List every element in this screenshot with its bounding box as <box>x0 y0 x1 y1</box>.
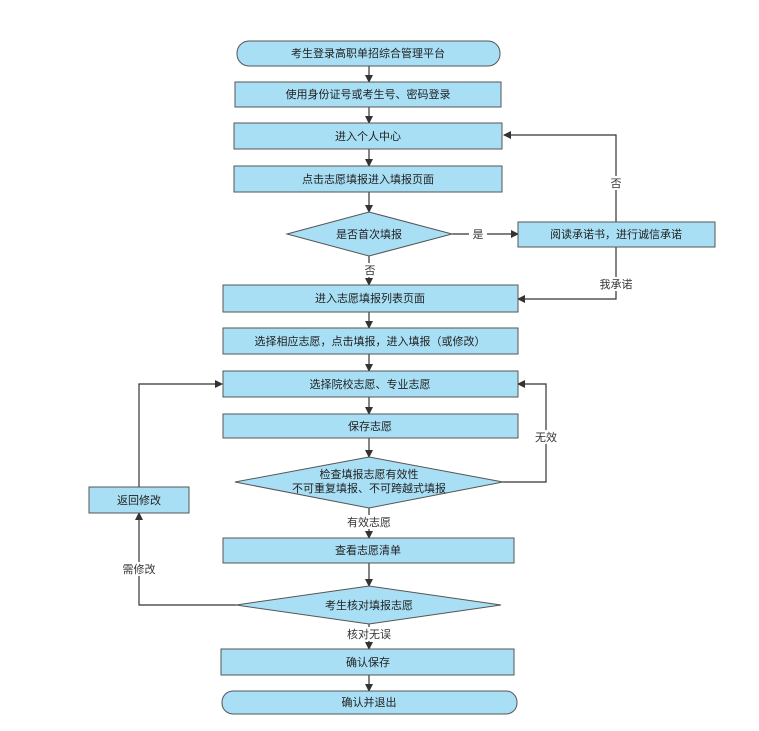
node-personal-center-text: 进入个人中心 <box>335 130 401 143</box>
node-select-school: 选择院校志愿、专业志愿 <box>222 370 519 398</box>
node-confirm-save: 确认保存 <box>220 648 515 676</box>
node-select-school-text: 选择院校志愿、专业志愿 <box>310 377 431 391</box>
label-i-promise: 我承诺 <box>600 278 633 291</box>
node-personal-center: 进入个人中心 <box>233 122 503 150</box>
node-back-modify-text: 返回修改 <box>117 493 161 507</box>
node-first-time: 是否首次填报 <box>285 211 454 257</box>
node-save: 保存志愿 <box>222 413 519 439</box>
label-no-first: 否 <box>365 264 376 277</box>
node-back-modify: 返回修改 <box>88 486 190 514</box>
label-no-promise: 否 <box>611 177 622 190</box>
edge-promise-list <box>517 247 617 303</box>
node-login-text: 使用身份证号或考生号、密码登录 <box>286 87 451 101</box>
node-start-text: 考生登录高职单招综合管理平台 <box>291 46 445 60</box>
edge-promise-center-no <box>503 131 617 222</box>
node-verify: 考生核对填报志愿 <box>235 585 502 625</box>
node-check-text-1: 检查填报志愿有效性 <box>320 467 419 481</box>
label-yes: 是 <box>473 228 484 241</box>
node-read-promise-text: 阅读承诺书，进行诚信承诺 <box>550 227 682 241</box>
node-select-volunteer: 选择相应志愿，点击填报，进入填报（或修改） <box>222 327 519 355</box>
node-start: 考生登录高职单招综合管理平台 <box>236 40 501 67</box>
edge-back-school <box>138 380 223 487</box>
node-check-text-2: 不可重复填报、不可跨越式填报 <box>292 481 446 495</box>
node-list-page: 进入志愿填报列表页面 <box>222 284 519 313</box>
node-first-time-text: 是否首次填报 <box>336 227 402 241</box>
node-check: 检查填报志愿有效性 不可重复填报、不可跨越式填报 <box>234 456 504 509</box>
node-confirm-exit-text: 确认并退出 <box>342 695 397 709</box>
node-verify-text: 考生核对填报志愿 <box>325 598 413 612</box>
edge-labels: 是 否 否 我承诺 无效 有效志愿 需修改 核对无误 <box>117 176 636 641</box>
node-view-list: 查看志愿清单 <box>222 537 515 564</box>
label-need-modify: 需修改 <box>123 562 156 576</box>
node-view-list-text: 查看志愿清单 <box>335 543 401 557</box>
node-read-promise: 阅读承诺书，进行诚信承诺 <box>517 221 716 248</box>
node-save-text: 保存志愿 <box>348 419 392 433</box>
node-click-fill-text: 点击志愿填报进入填报页面 <box>302 172 434 186</box>
node-list-page-text: 进入志愿填报列表页面 <box>315 291 425 305</box>
label-invalid: 无效 <box>535 430 557 444</box>
node-select-volunteer-text: 选择相应志愿，点击填报，进入填报（或修改） <box>255 334 486 348</box>
node-click-fill: 点击志愿填报进入填报页面 <box>233 165 503 193</box>
node-confirm-save-text: 确认保存 <box>346 655 390 669</box>
edge-verify-back <box>135 512 236 606</box>
node-login: 使用身份证号或考生号、密码登录 <box>234 81 502 108</box>
nodes: 考生登录高职单招综合管理平台 使用身份证号或考生号、密码登录 进入个人中心 点击… <box>88 40 716 715</box>
label-valid: 有效志愿 <box>347 515 391 529</box>
label-verified-ok: 核对无误 <box>347 627 391 641</box>
node-confirm-exit: 确认并退出 <box>221 690 518 715</box>
